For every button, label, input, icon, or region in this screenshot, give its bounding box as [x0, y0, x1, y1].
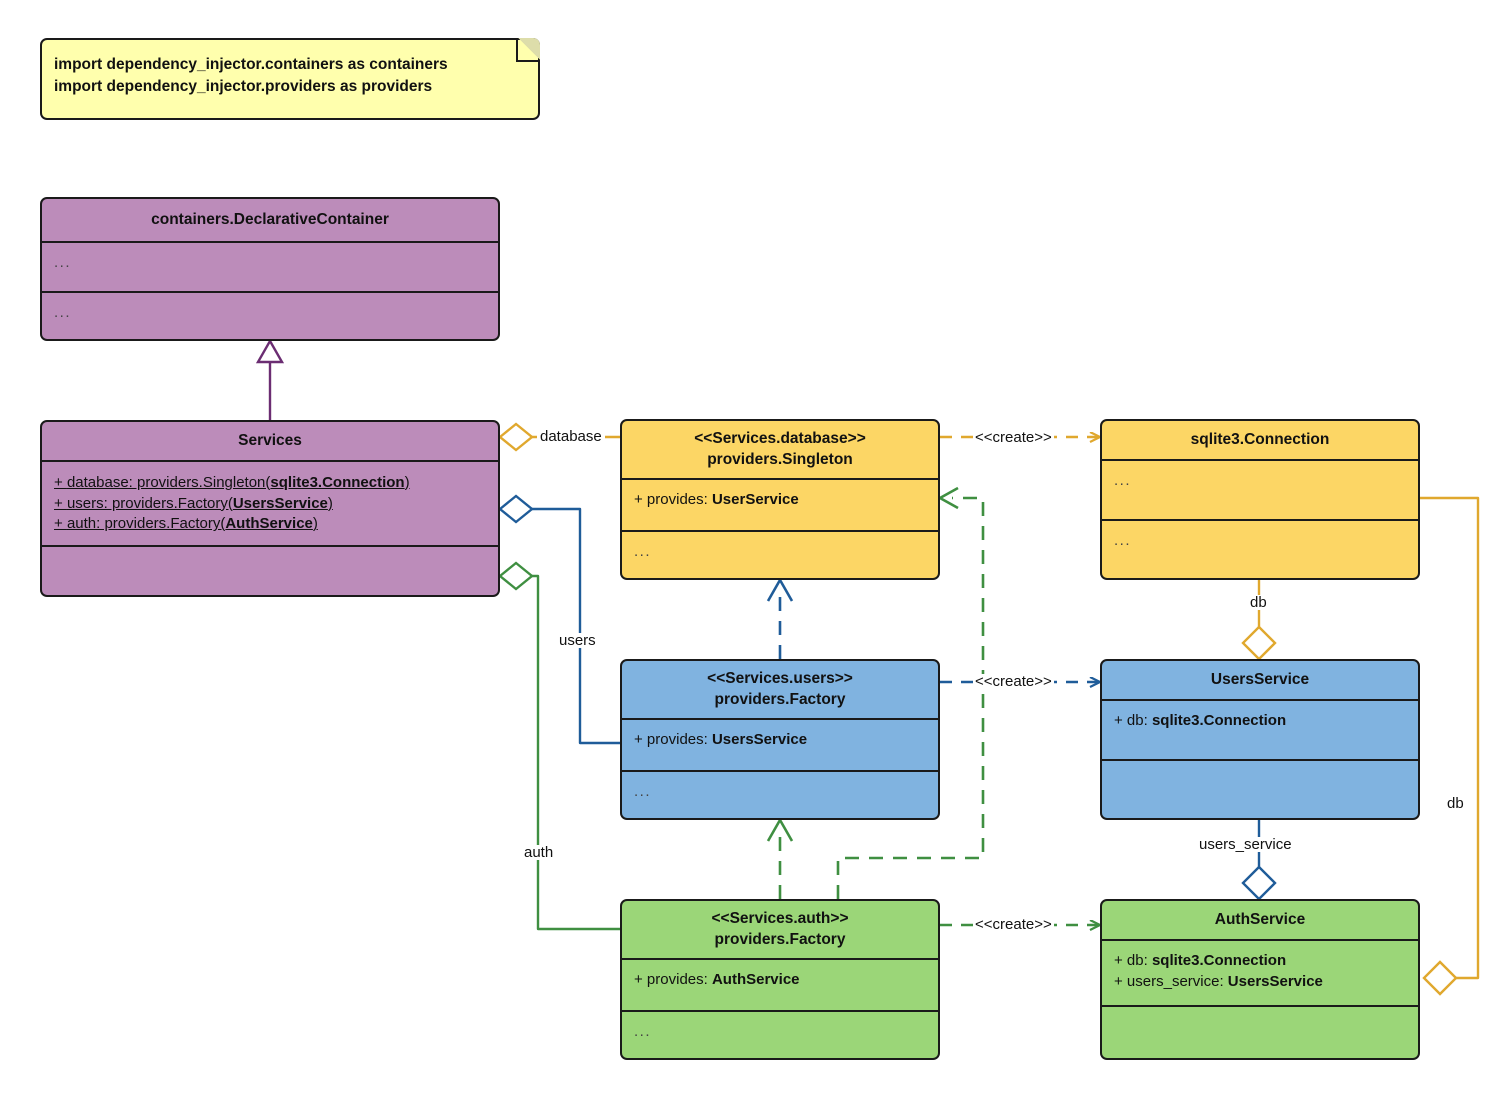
class-methods-declarative-container: ... — [42, 291, 498, 339]
class-attributes-auth-service: + db: sqlite3.Connection + users_service… — [1102, 939, 1418, 1005]
note-line-2: import dependency_injector.providers as … — [54, 78, 433, 95]
class-name-providers-factory-users: providers.Factory — [714, 690, 846, 708]
class-title-services: Services — [238, 431, 302, 449]
note-fold-icon — [516, 38, 540, 62]
attribute-users: + users: providers.Factory(UsersService) — [54, 494, 333, 512]
stereotype-services-database: <<Services.database>> — [694, 430, 866, 448]
class-auth-service[interactable]: AuthService + db: sqlite3.Connection + u… — [1100, 899, 1420, 1060]
class-attributes-services: + database: providers.Singleton(sqlite3.… — [42, 460, 498, 545]
class-methods-users-service — [1102, 759, 1418, 817]
attribute-auth-db: + db: sqlite3.Connection — [1114, 952, 1287, 969]
edge-label-create-users: <<create>> — [973, 673, 1054, 690]
stereotype-services-users: <<Services.users>> — [707, 670, 853, 688]
edge-dependency-auth-users — [766, 819, 794, 899]
class-title-services-database: <<Services.database>> providers.Singleto… — [622, 421, 938, 478]
edge-label-create-auth: <<create>> — [973, 916, 1054, 933]
edge-dependency-users-database — [766, 579, 794, 659]
edge-aggregation-auth — [498, 561, 620, 931]
class-declarative-container[interactable]: containers.DeclarativeContainer ... ... — [40, 197, 500, 341]
class-title-sqlite3-connection: sqlite3.Connection — [1190, 430, 1330, 448]
edge-dependency-auth-database — [836, 486, 985, 899]
edge-label-db-users: db — [1247, 595, 1270, 610]
class-title-users-service: UsersService — [1210, 670, 1310, 688]
class-attributes-users-service: + db: sqlite3.Connection — [1102, 699, 1418, 759]
class-services[interactable]: Services + database: providers.Singleton… — [40, 420, 500, 597]
class-title-services-users: <<Services.users>> providers.Factory — [622, 661, 938, 718]
edge-label-db-auth: db — [1444, 796, 1467, 811]
class-services-users[interactable]: <<Services.users>> providers.Factory + p… — [620, 659, 940, 820]
class-attributes-services-users: + provides: UsersService — [622, 718, 938, 770]
edge-aggregation-usersservice-authservice — [1241, 820, 1277, 901]
class-title-auth-service: AuthService — [1214, 910, 1306, 928]
class-methods-services — [42, 545, 498, 594]
attribute-database: + database: providers.Singleton(sqlite3.… — [54, 474, 410, 491]
class-services-auth[interactable]: <<Services.auth>> providers.Factory + pr… — [620, 899, 940, 1060]
stereotype-services-auth: <<Services.auth>> — [711, 910, 849, 928]
class-title-declarative-container: containers.DeclarativeContainer — [151, 210, 389, 228]
class-methods-auth-service — [1102, 1005, 1418, 1057]
import-note: import dependency_injector.containers as… — [40, 38, 540, 120]
edge-label-auth: auth — [521, 845, 557, 860]
class-name-providers-factory-auth: providers.Factory — [714, 930, 846, 948]
class-methods-services-users: ... — [622, 770, 938, 817]
class-methods-sqlite3-connection: ... — [1102, 519, 1418, 577]
note-line-1: import dependency_injector.containers as… — [54, 56, 448, 73]
class-title-services-auth: <<Services.auth>> providers.Factory — [622, 901, 938, 958]
class-attributes-sqlite3-connection: ... — [1102, 459, 1418, 519]
class-users-service[interactable]: UsersService + db: sqlite3.Connection — [1100, 659, 1420, 820]
class-attributes-services-auth: + provides: AuthService — [622, 958, 938, 1010]
edge-label-database: database — [537, 429, 605, 444]
class-methods-services-auth: ... — [622, 1010, 938, 1057]
edge-label-create-database: <<create>> — [973, 429, 1054, 446]
edge-inheritance-services — [255, 338, 285, 420]
class-sqlite3-connection[interactable]: sqlite3.Connection ... ... — [1100, 419, 1420, 580]
edge-aggregation-db-authservice — [1420, 496, 1480, 996]
class-methods-services-database: ... — [622, 530, 938, 577]
edge-aggregation-db-usersservice — [1241, 580, 1277, 661]
class-services-database[interactable]: <<Services.database>> providers.Singleto… — [620, 419, 940, 580]
class-attributes-declarative-container: ... — [42, 241, 498, 291]
attribute-auth-users-service: + users_service: UsersService — [1114, 972, 1323, 990]
attribute-auth: + auth: providers.Factory(AuthService) — [54, 515, 318, 533]
class-attributes-services-database: + provides: UserService — [622, 478, 938, 530]
class-name-providers-singleton: providers.Singleton — [707, 450, 853, 468]
edge-label-users: users — [556, 633, 599, 648]
edge-label-users-service: users_service — [1196, 837, 1295, 852]
edge-aggregation-users — [498, 494, 620, 745]
